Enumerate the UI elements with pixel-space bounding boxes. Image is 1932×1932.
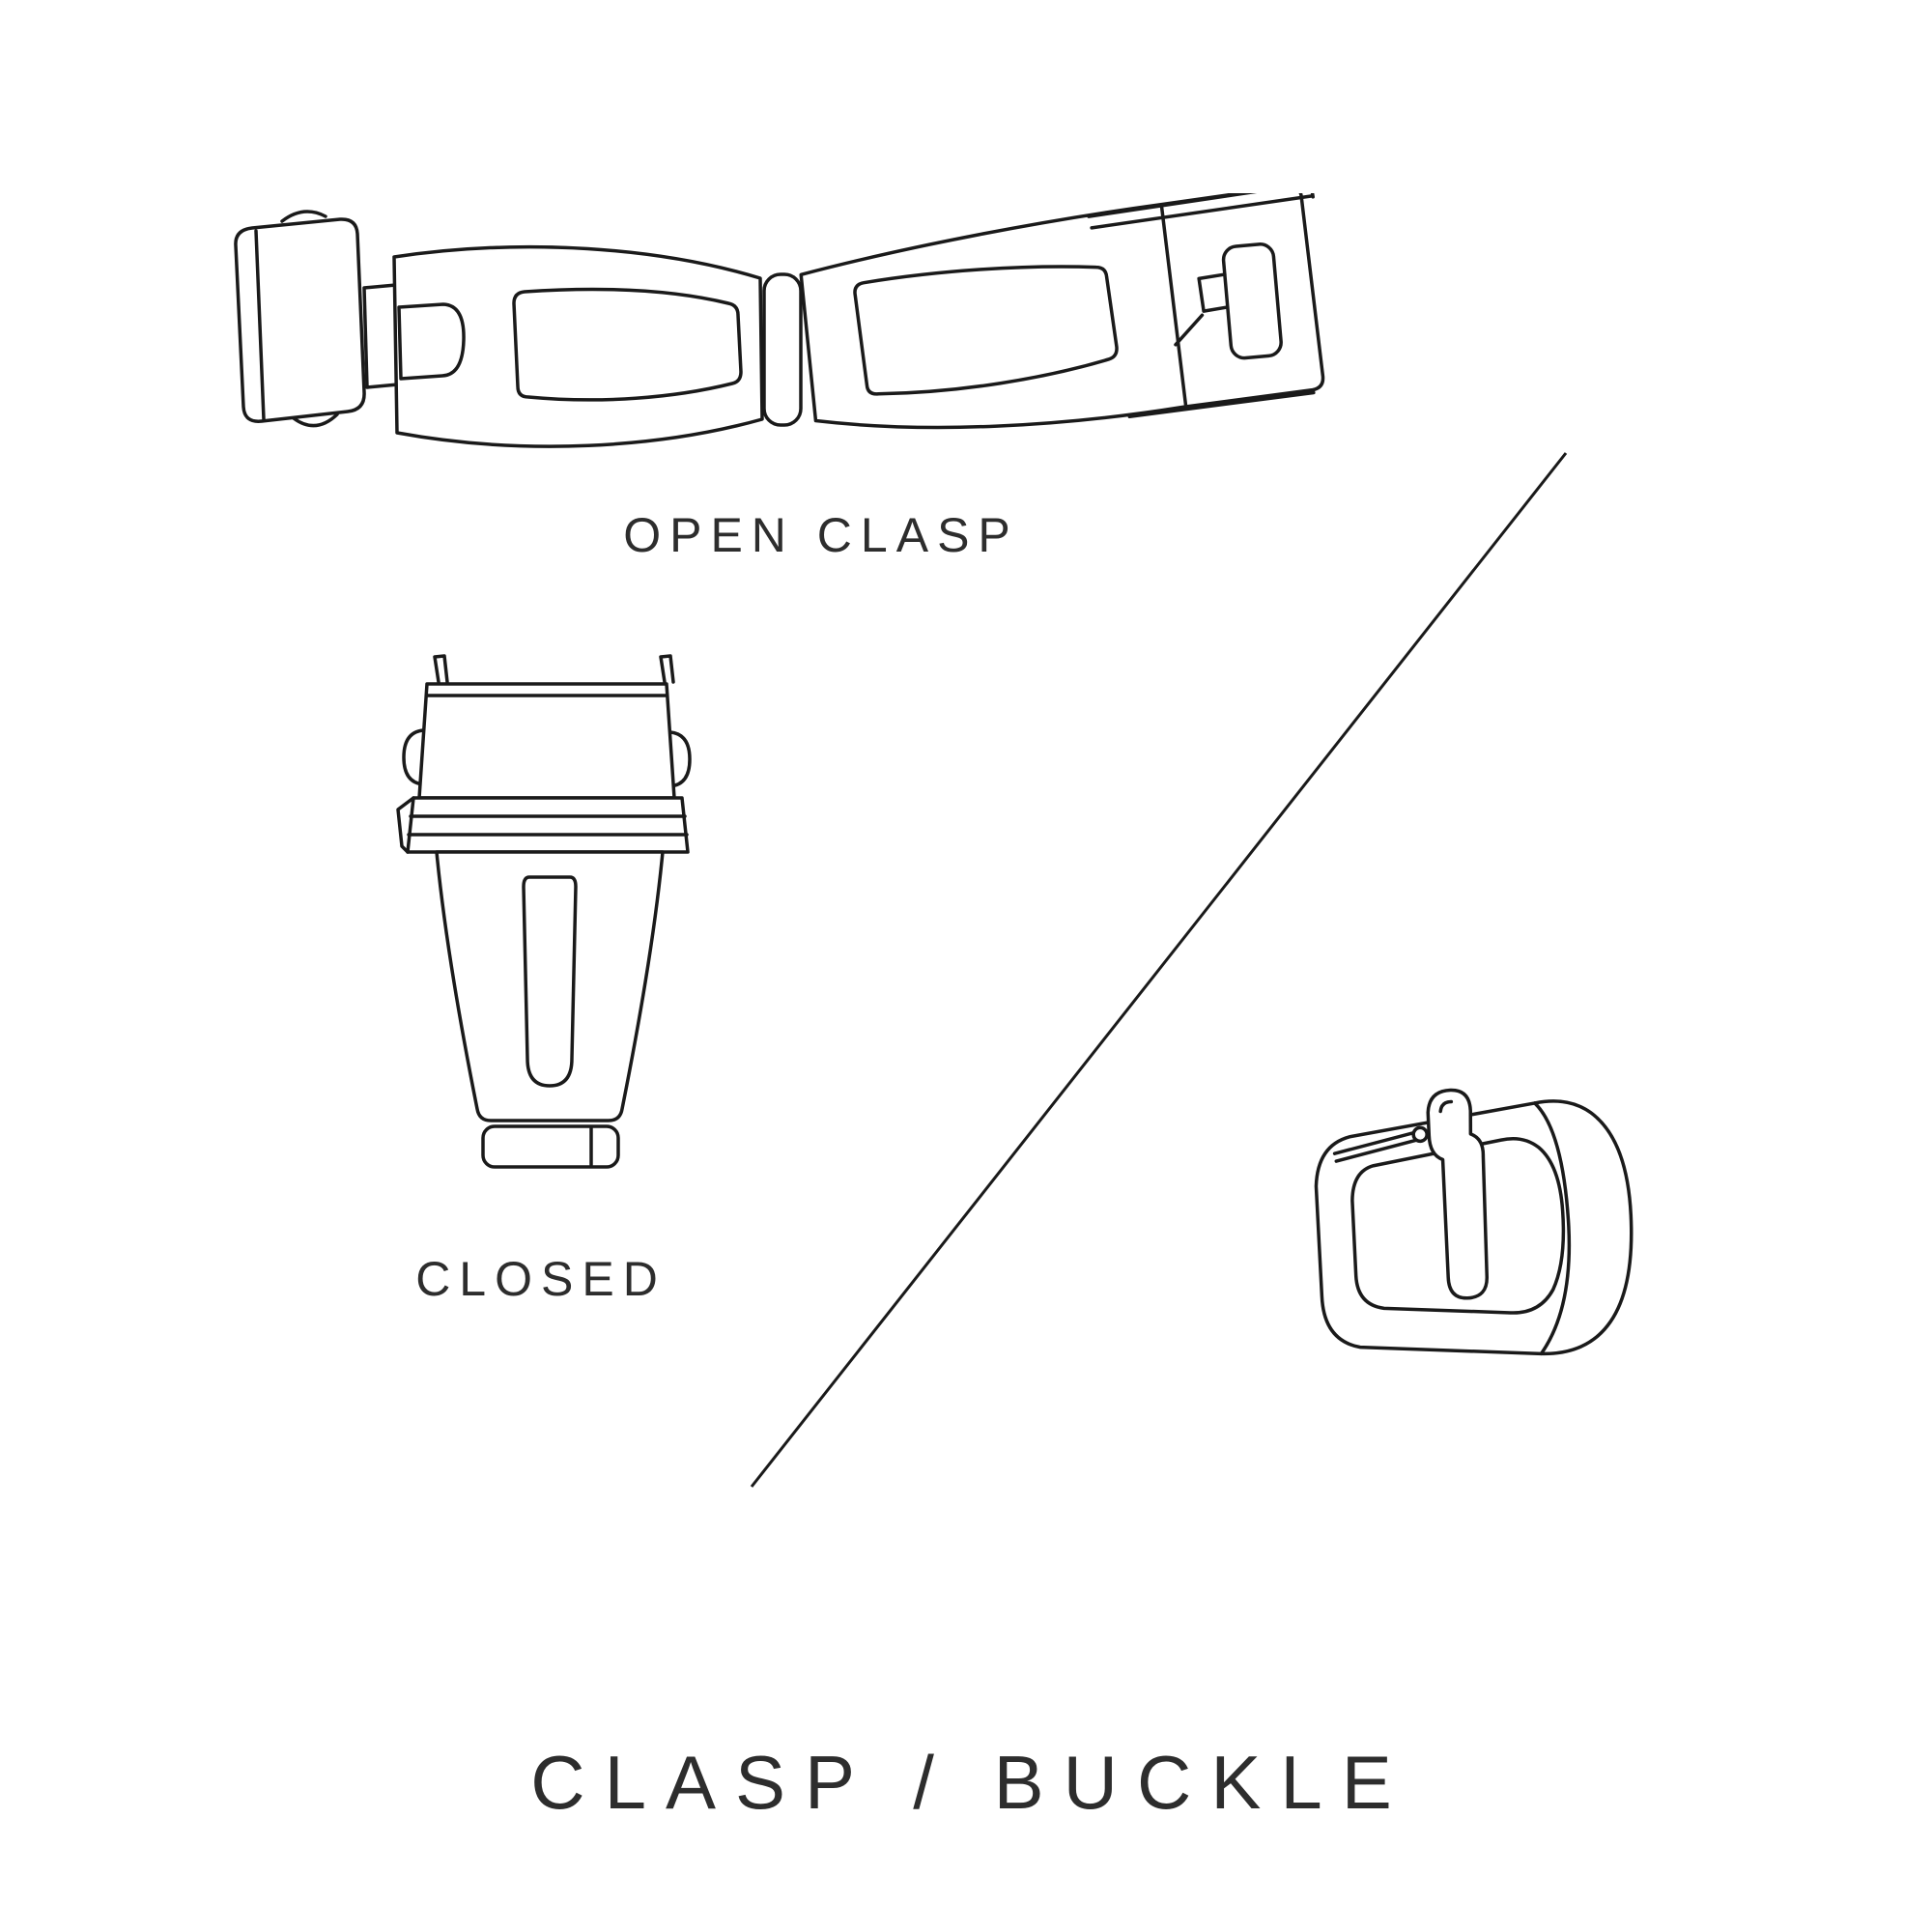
end-link-top-tab (280, 210, 327, 223)
clasp-blade-right (799, 193, 1325, 430)
clasp-lever-line (1174, 313, 1205, 347)
buckle-pivot (1411, 1125, 1429, 1144)
end-link-bottom-tab (292, 412, 339, 428)
closed-clasp-label: CLOSED (415, 1252, 667, 1306)
clasp-notch (397, 302, 466, 381)
clasp-pusher-right (668, 730, 692, 788)
clasp-slot (522, 875, 578, 1088)
clasp-cover-edge-inner (1090, 194, 1313, 230)
clasp-cover-edge-bottom (1127, 390, 1316, 418)
clasp-prong-right (659, 654, 675, 684)
page-title: CLASP / BUCKLE (530, 1740, 1411, 1825)
buckle-window (1350, 1136, 1566, 1315)
clasp-keeper-slot (1221, 242, 1283, 360)
tang-buckle-illustration (1314, 1088, 1634, 1356)
end-link-fold-line (254, 229, 266, 421)
open-clasp-illustration (234, 193, 1325, 448)
buckle-tongue (1426, 1088, 1489, 1300)
clasp-window-right (853, 265, 1119, 396)
buckle-tongue-loop (1438, 1099, 1454, 1114)
closed-clasp-illustration (396, 654, 692, 1169)
buckle-side-band (1533, 1101, 1572, 1356)
clasp-end-seam (1159, 203, 1188, 408)
clasp-hinge (762, 272, 803, 427)
end-link-left (234, 217, 366, 423)
open-clasp-label: OPEN CLASP (623, 508, 1019, 562)
clasp-hook (1197, 272, 1230, 313)
clasp-window-left (512, 287, 743, 402)
clasp-band-tab (396, 796, 415, 854)
clasp-pusher-left (402, 728, 425, 786)
clasp-prong-left (433, 654, 449, 684)
buckle-spring-bar-bottom (1334, 1136, 1427, 1163)
clasp-foot (481, 1124, 620, 1169)
buckle-spring-bar-top (1332, 1128, 1425, 1155)
clasp-body (435, 850, 665, 1122)
clasp-cover-edge-top (1087, 193, 1315, 218)
